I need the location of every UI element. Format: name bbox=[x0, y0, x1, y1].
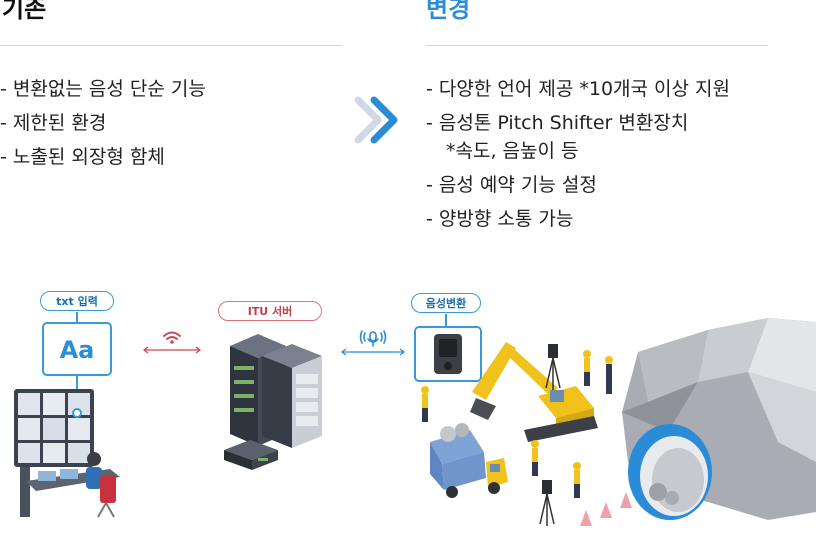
broadcast-icon bbox=[359, 330, 387, 347]
left-title: 기존 bbox=[2, 0, 47, 23]
chevron-right-icon bbox=[354, 96, 398, 144]
construction-site-illustration bbox=[421, 318, 816, 526]
control-room-illustration bbox=[14, 389, 120, 518]
right-list: - 다양한 언어 제공 *10개국 이상 지원 - 음성톤 Pitch Shif… bbox=[426, 72, 730, 236]
text-input-box: Aa bbox=[42, 322, 112, 376]
wifi-link bbox=[143, 331, 201, 354]
broadcast-link bbox=[341, 330, 405, 356]
right-divider bbox=[426, 45, 768, 46]
server-label: ITU 서버 bbox=[218, 301, 322, 321]
right-item-note: *속도, 음높이 등 bbox=[446, 140, 579, 162]
wifi-icon bbox=[163, 331, 181, 340]
convert-label: 음성변환 bbox=[411, 293, 481, 313]
server-illustration bbox=[224, 334, 322, 470]
speaker-device-icon bbox=[434, 334, 462, 374]
right-item: - 다양한 언어 제공 *10개국 이상 지원 bbox=[426, 78, 731, 100]
left-divider bbox=[0, 45, 342, 46]
input-label: txt 입력 bbox=[40, 291, 114, 311]
right-item: - 양방향 소통 가능 bbox=[426, 208, 574, 230]
input-connector bbox=[76, 312, 78, 322]
left-list: - 변환없는 음성 단순 기능 - 제한된 환경 - 노출된 외장형 함체 bbox=[0, 72, 206, 174]
left-item: - 노출된 외장형 함체 bbox=[0, 146, 165, 168]
right-item: - 음성톤 Pitch Shifter 변환장치 bbox=[426, 112, 689, 134]
voice-converter-box bbox=[414, 326, 482, 382]
right-item: - 음성 예약 기능 설정 bbox=[426, 174, 597, 196]
convert-connector bbox=[445, 314, 447, 326]
left-item: - 변환없는 음성 단순 기능 bbox=[0, 78, 206, 100]
left-item: - 제한된 환경 bbox=[0, 112, 107, 134]
right-title: 변경 bbox=[426, 0, 471, 23]
